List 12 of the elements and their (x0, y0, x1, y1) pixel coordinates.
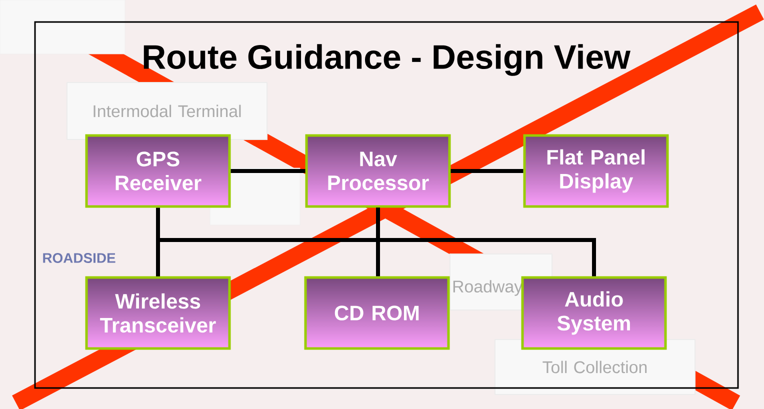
title: Route Guidance - Design View (144, 44, 630, 76)
connector-line (230, 169, 306, 173)
connector-line (450, 169, 524, 173)
connector-line (376, 208, 596, 276)
faded-label: ROADSIDE (43, 253, 116, 263)
component-box: Wireless Transceiver (85, 276, 231, 350)
component-box: GPS Receiver (85, 134, 231, 208)
component-box: CD ROM (304, 276, 450, 350)
component-box: Flat Panel Display (523, 134, 669, 208)
component-box: Audio System (521, 276, 667, 350)
background-box: Intermodal Terminal (66, 82, 268, 140)
component-box: Nav Processor (305, 134, 451, 208)
